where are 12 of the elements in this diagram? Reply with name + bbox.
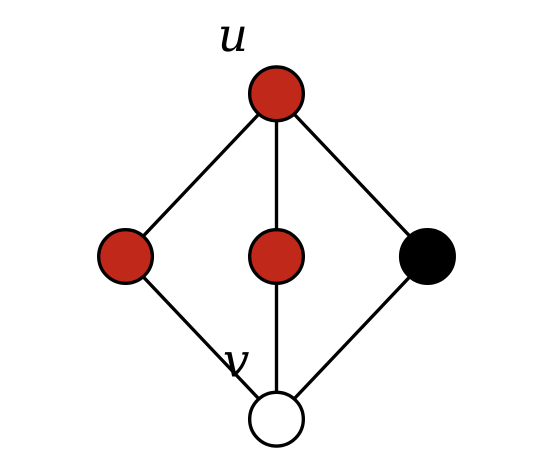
connector	[274, 284, 278, 392]
node-circle	[398, 228, 456, 286]
node-label: u	[217, 8, 248, 63]
node-circle	[247, 228, 305, 286]
connector	[142, 276, 260, 400]
connector	[292, 113, 410, 238]
connector	[274, 121, 278, 230]
node-circle	[247, 65, 305, 122]
node-circle	[247, 390, 305, 448]
node-circle	[96, 228, 154, 286]
connector	[292, 276, 410, 400]
connector	[142, 113, 260, 238]
